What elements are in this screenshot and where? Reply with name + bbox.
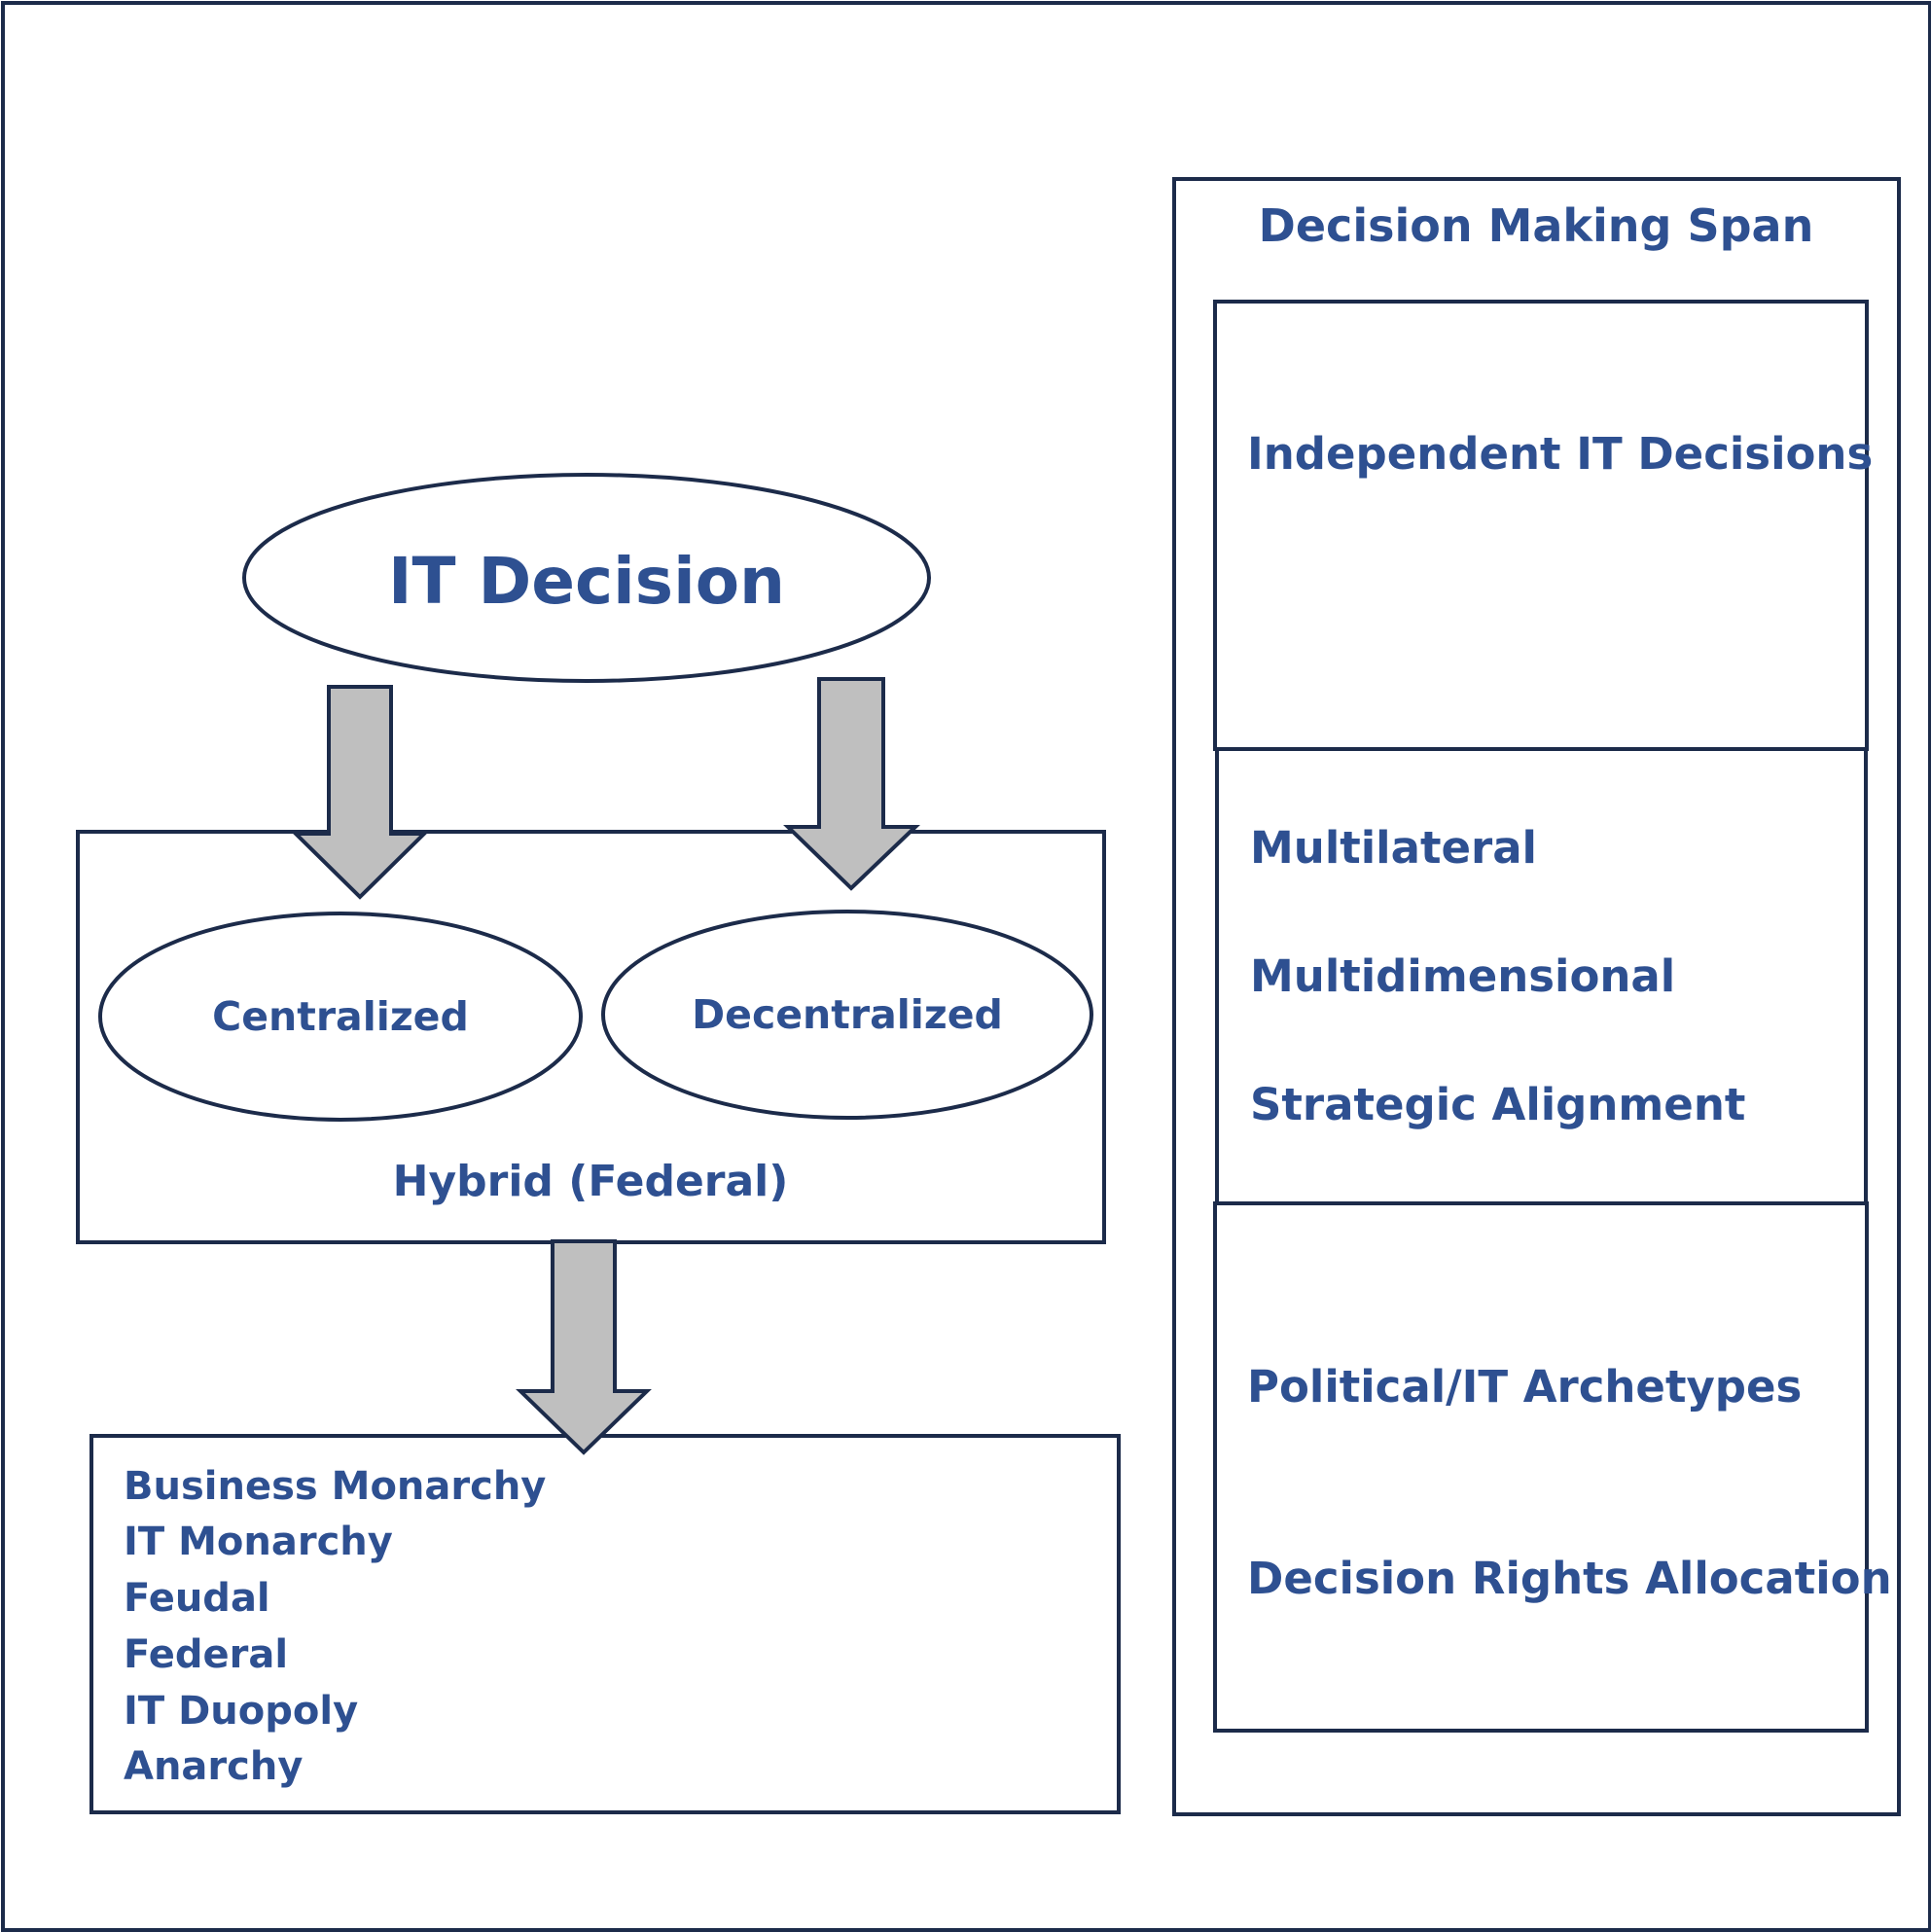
- arrow-to-centralized: [291, 685, 429, 900]
- span-independent-label: Independent IT Decisions: [1247, 428, 1873, 480]
- span-section-multilateral: [1215, 747, 1868, 1205]
- archetypes-box: [89, 1434, 1121, 1814]
- decentralized-node: [601, 910, 1093, 1120]
- span-multidimensional-label: Multidimensional: [1250, 950, 1675, 1002]
- it-decision-node: [242, 473, 931, 683]
- span-section-political: [1213, 1201, 1869, 1733]
- span-section-independent: [1213, 300, 1869, 751]
- span-political-archetypes-label: Political/IT Archetypes: [1247, 1361, 1802, 1413]
- centralized-label: Centralized: [212, 993, 469, 1040]
- archetype-item: Anarchy: [124, 1744, 303, 1789]
- hybrid-label: Hybrid (Federal): [393, 1157, 789, 1206]
- archetype-item: IT Duopoly: [124, 1689, 358, 1734]
- it-decision-label: IT Decision: [388, 544, 785, 619]
- span-multilateral-label: Multilateral: [1250, 822, 1537, 874]
- centralized-node: [98, 912, 583, 1122]
- span-panel-title: Decision Making Span: [1259, 199, 1814, 252]
- decentralized-label: Decentralized: [692, 991, 1003, 1038]
- arrow-to-decentralized: [783, 677, 920, 891]
- archetype-item: IT Monarchy: [124, 1520, 393, 1564]
- span-decision-rights-label: Decision Rights Allocation: [1247, 1553, 1892, 1604]
- arrow-to-archetypes: [516, 1239, 652, 1455]
- archetype-item: Business Monarchy: [124, 1464, 546, 1509]
- archetype-item: Feudal: [124, 1576, 270, 1621]
- archetype-item: Federal: [124, 1632, 288, 1677]
- span-strategic-alignment-label: Strategic Alignment: [1250, 1079, 1745, 1130]
